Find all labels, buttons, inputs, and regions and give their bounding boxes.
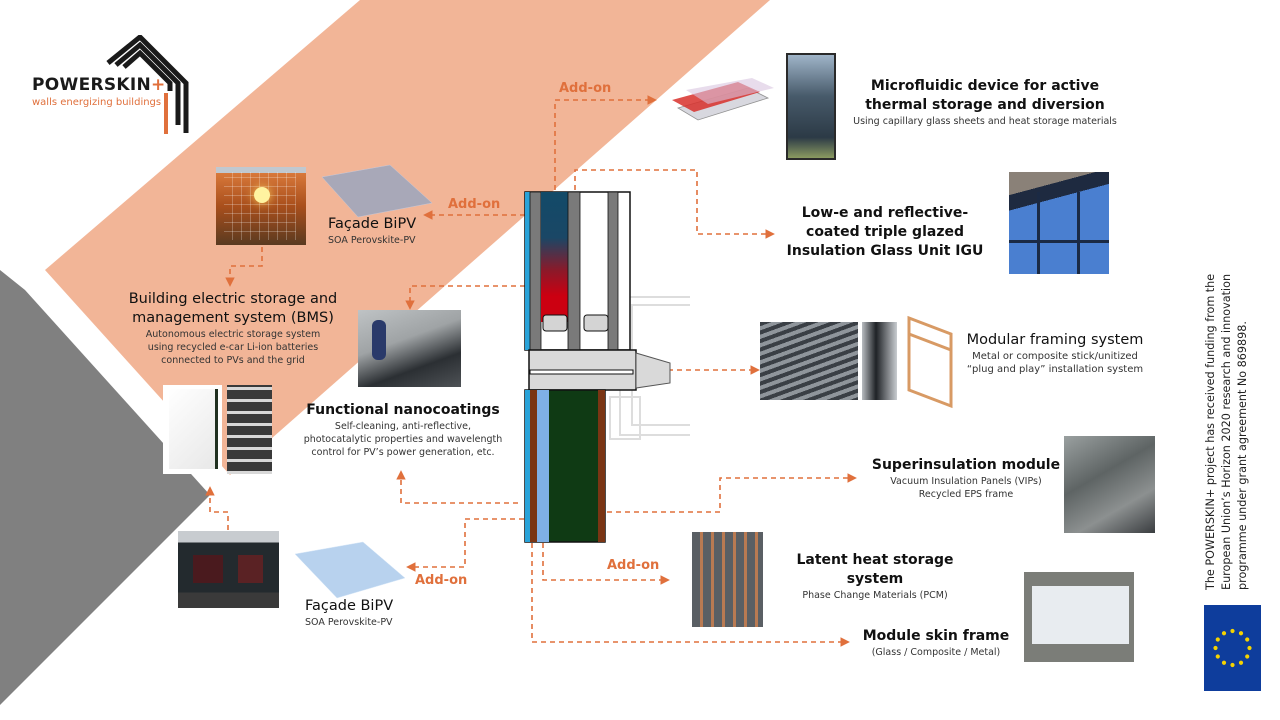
arrow-to-superinsulation — [580, 473, 857, 513]
logo-title: POWERSKIN+ — [32, 75, 166, 95]
framing-subtitle-2: “plug and play” installation system — [966, 364, 1144, 375]
microfluidic-title: Microfluidic device for active — [870, 78, 1100, 94]
microfluidic-subtitle: Using capillary glass sheets and heat st… — [853, 116, 1117, 127]
bms-title: Building electric storage and — [128, 291, 338, 307]
microfluidic-caption: Microfluidic device for active thermal s… — [840, 77, 1130, 128]
framing-photo-2 — [862, 322, 897, 400]
bms-subtitle-2: using recycled e-car Li-ion batteries — [147, 342, 319, 353]
igu-caption: Low-e and reflective- coated triple glaz… — [780, 204, 990, 261]
eu-star-icon — [1213, 645, 1218, 651]
addon-label-facade-bottom: Add-on — [415, 573, 468, 588]
addon-label-microfluidic: Add-on — [559, 81, 612, 96]
arrow-to-nanocoating-top — [405, 285, 525, 310]
facade-bipv-bottom-subtitle: SOA Perovskite-PV — [305, 617, 393, 628]
bms-rack-photo — [227, 385, 272, 474]
igu-photo — [1009, 172, 1109, 274]
bms-subtitle: Autonomous electric storage system — [145, 329, 321, 340]
addon-label-facade-top: Add-on — [448, 197, 501, 212]
funding-notice: The POWERSKIN+ project has received fund… — [1203, 225, 1251, 590]
arrow-to-igu — [574, 169, 775, 239]
microfluidic-layers-illustration — [672, 78, 774, 121]
superinsulation-caption: Superinsulation module Vacuum Insulation… — [866, 456, 1066, 501]
funding-line-2: European Union’s Horizon 2020 research a… — [1220, 273, 1233, 590]
igu-title: Low-e and reflective- — [801, 205, 969, 221]
arrow-facade-to-bms — [225, 247, 263, 287]
skin-frame-subtitle: (Glass / Composite / Metal) — [871, 647, 1001, 658]
facade-bipv-bottom-photo — [178, 531, 279, 608]
logo: POWERSKIN+ walls energizing buildings — [30, 35, 200, 140]
nanocoating-subtitle-2: photocatalytic properties and wavelength — [303, 434, 503, 445]
arrow-to-latent-heat — [542, 543, 670, 585]
eu-star-icon — [1238, 631, 1244, 636]
eu-star-icon — [1238, 660, 1244, 665]
pv-grid-top-icon — [321, 164, 433, 218]
superinsulation-subtitle: Vacuum Insulation Panels (VIPs) — [890, 476, 1042, 487]
framing-photo-1 — [760, 322, 858, 400]
superinsulation-subtitle-2: Recycled EPS frame — [918, 489, 1014, 500]
eu-star-icon — [1247, 645, 1252, 651]
latent-heat-title: Latent heat storage system — [796, 552, 954, 587]
eu-star-icon — [1245, 654, 1250, 659]
arrow-to-microfluidic — [554, 95, 657, 190]
igu-title-2: coated triple glazed — [806, 224, 964, 240]
logo-tagline: walls energizing buildings — [32, 97, 162, 108]
latent-heat-caption: Latent heat storage system Phase Change … — [770, 551, 980, 602]
bms-battery-photo — [163, 385, 222, 474]
framing-title: Modular framing system — [966, 332, 1144, 348]
salmon-diagonal-band — [45, 0, 770, 475]
nanocoating-subtitle-3: control for PV’s power generation, etc. — [311, 447, 495, 458]
pv-grid-bottom-icon — [294, 541, 406, 599]
latent-heat-photo — [692, 532, 763, 627]
facade-bipv-top-photo — [216, 167, 306, 245]
eu-star-icon — [1221, 631, 1227, 636]
framing-subtitle: Metal or composite stick/unitized — [972, 351, 1138, 362]
igu-title-3: Insulation Glass Unit IGU — [786, 243, 984, 259]
framing-caption: Modular framing system Metal or composit… — [960, 331, 1150, 376]
grey-diagonal-block — [0, 270, 210, 705]
transom-profile — [528, 349, 671, 391]
superinsulation-photo — [1064, 436, 1155, 533]
eu-flag-icon — [1204, 605, 1261, 691]
nanocoating-title: Functional nanocoatings — [306, 402, 500, 418]
microfluidic-photo — [786, 53, 836, 160]
eu-star-icon — [1215, 637, 1220, 642]
facade-bipv-top-title: Façade BiPV — [328, 216, 417, 232]
bms-title-2: management system (BMS) — [132, 310, 334, 326]
eu-star-icon — [1221, 660, 1227, 665]
eu-star-icon — [1230, 662, 1235, 668]
facade-bipv-bottom-title: Façade BiPV — [305, 598, 394, 614]
nanocoating-subtitle: Self-cleaning, anti-reflective, — [334, 421, 472, 432]
eu-star-icon — [1215, 654, 1220, 659]
facade-bipv-top-subtitle: SOA Perovskite-PV — [328, 235, 416, 246]
eu-star-icon — [1230, 628, 1235, 634]
nanocoating-photo — [358, 310, 461, 387]
funding-line-1: The POWERSKIN+ project has received fund… — [1204, 273, 1217, 590]
facade-bipv-top-caption: Façade BiPV SOA Perovskite-PV — [328, 215, 416, 247]
arrow-to-nanocoating-bottom — [396, 470, 518, 504]
addon-label-latent-heat: Add-on — [607, 558, 660, 573]
funding-line-3: programme under grant agreement No 86989… — [1236, 321, 1249, 590]
bms-subtitle-3: connected to PVs and the grid — [161, 355, 305, 366]
skin-frame-title: Module skin frame — [862, 628, 1010, 644]
latent-heat-subtitle: Phase Change Materials (PCM) — [802, 590, 948, 601]
arrow-to-facade-bottom — [406, 518, 524, 572]
arrow-to-skin-frame — [531, 543, 850, 647]
bms-caption: Building electric storage and management… — [118, 290, 348, 367]
superinsulation-title: Superinsulation module — [871, 457, 1061, 473]
microfluidic-title-2: thermal storage and diversion — [865, 97, 1105, 113]
facade-cross-section — [524, 191, 690, 543]
nanocoating-caption: Functional nanocoatings Self-cleaning, a… — [293, 401, 513, 459]
skin-frame-photo — [1024, 572, 1134, 662]
framing-frame-icon — [907, 315, 953, 409]
facade-bipv-bottom-caption: Façade BiPV SOA Perovskite-PV — [305, 597, 393, 629]
eu-star-icon — [1245, 637, 1250, 642]
lower-opaque-module — [524, 389, 606, 543]
logo-house-icon — [106, 35, 189, 134]
arrow-bipv-to-bms — [205, 486, 229, 530]
skin-frame-caption: Module skin frame (Glass / Composite / M… — [846, 627, 1026, 659]
upper-glazing-module — [524, 191, 631, 351]
